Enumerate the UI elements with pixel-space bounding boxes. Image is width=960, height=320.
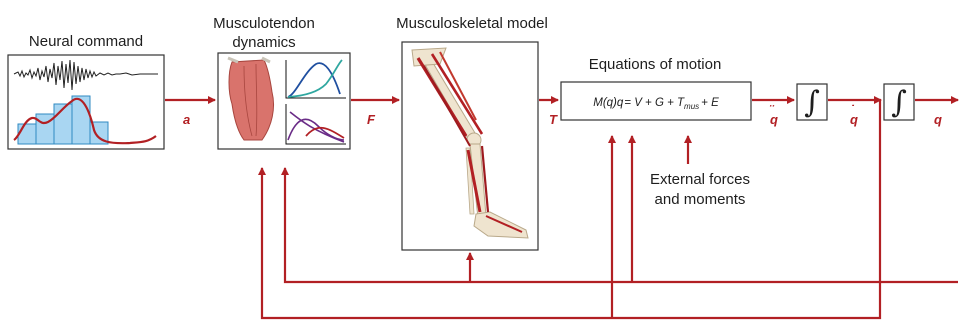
external-forces-label-line2: and moments [655, 191, 746, 208]
feedback-q-to-musculotendon [285, 168, 958, 282]
integral-symbol-1: ∫ [804, 85, 820, 120]
equation-of-motion: M(q)q= V + G + Tmus+ E [593, 97, 719, 111]
integrator-block-1: ∫ [797, 84, 827, 120]
equations-of-motion-block: M(q)q= V + G + Tmus+ E [561, 82, 751, 120]
musculoskeletal-block [402, 42, 538, 250]
integrator-block-2: ∫ [884, 84, 914, 120]
equations-of-motion-title: Equations of motion [589, 56, 722, 73]
musculotendon-title-line2: dynamics [232, 34, 295, 51]
external-forces-label-line1: External forces [650, 171, 750, 188]
signal-label-T: T [549, 112, 558, 127]
feedback-lines [262, 100, 958, 318]
signal-label-a: a [183, 112, 190, 127]
neural-command-title: Neural command [29, 33, 143, 50]
musculotendon-block [218, 53, 350, 149]
musculoskeletal-title: Musculoskeletal model [396, 15, 548, 32]
qdot-accent: ˙ [850, 102, 855, 117]
integral-symbol-2: ∫ [891, 85, 907, 120]
signal-label-F: F [367, 112, 376, 127]
neural-command-block [8, 55, 164, 149]
feedback-qdot-to-musculotendon [262, 100, 880, 318]
signal-label-q: q [934, 112, 942, 127]
musculotendon-title-line1: Musculotendon [213, 15, 315, 32]
